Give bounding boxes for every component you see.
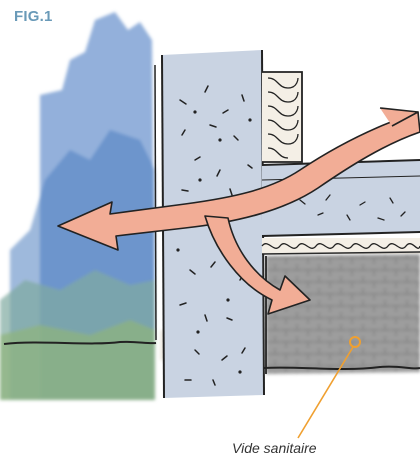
slab-insulation xyxy=(262,238,420,254)
wall-insulation xyxy=(262,72,302,162)
crawlspace xyxy=(264,254,420,374)
crawlspace-callout-label: Vide sanitaire xyxy=(232,440,317,456)
figure-label: FIG.1 xyxy=(14,8,53,25)
